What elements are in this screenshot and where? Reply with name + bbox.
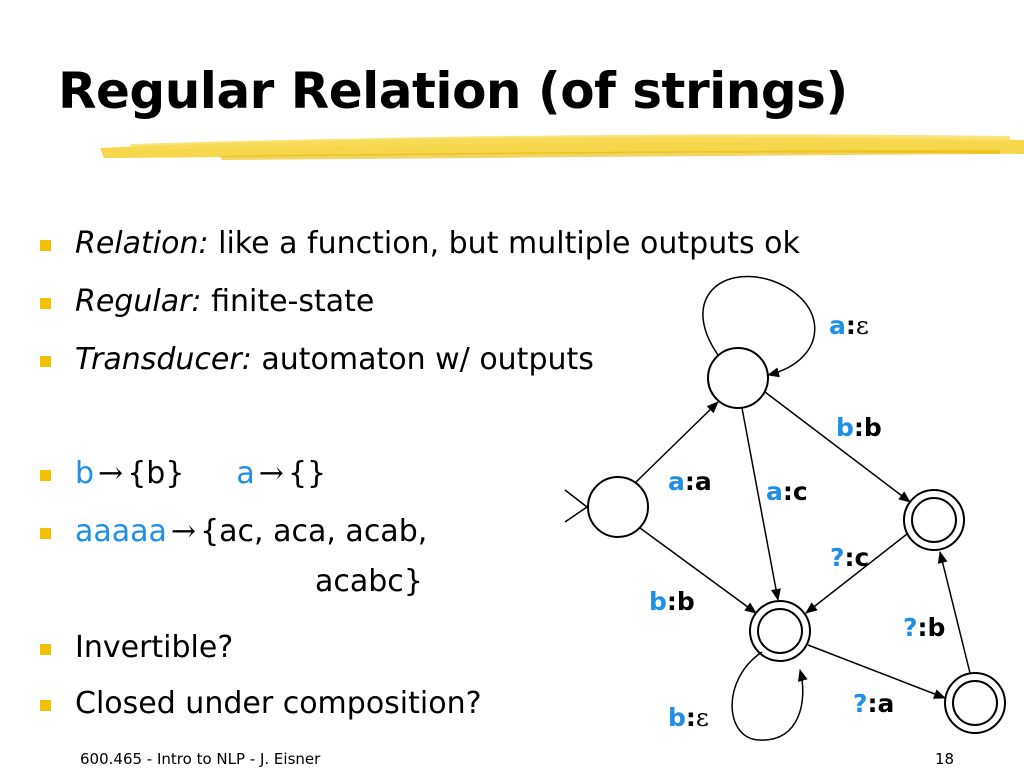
state-top bbox=[707, 347, 769, 409]
right-arrow-icon: → bbox=[98, 456, 124, 491]
bullet-marker-icon bbox=[40, 470, 51, 481]
example-input: b bbox=[75, 456, 95, 491]
start-arrow bbox=[564, 489, 589, 523]
edge-label-a-a: a:a bbox=[668, 467, 712, 496]
example-input: aaaaa bbox=[75, 514, 167, 549]
question-text: Closed under composition? bbox=[75, 686, 482, 721]
bullet-marker-icon bbox=[40, 528, 51, 539]
bullet-marker-icon bbox=[40, 356, 51, 367]
example-continuation: acabc} bbox=[315, 564, 423, 599]
term-regular: Regular: bbox=[75, 284, 202, 319]
edge-label-b-b-left: b:b bbox=[649, 587, 695, 616]
term-relation: Relation: bbox=[75, 226, 209, 261]
state-bottom-final bbox=[749, 600, 811, 662]
edge-label-b-b-top: b:b bbox=[836, 413, 882, 442]
edge-self-loop-top bbox=[702, 275, 816, 378]
bullet-marker-icon bbox=[40, 644, 51, 655]
bullet-text: finite-state bbox=[201, 284, 375, 319]
edge-top-bottom bbox=[741, 407, 781, 601]
edge-bottom-bottomright bbox=[807, 644, 946, 699]
edge-self-loop-bottom bbox=[731, 651, 808, 741]
example-input: a bbox=[236, 456, 255, 491]
edge-label-q-a: ?:a bbox=[853, 689, 894, 718]
example-output: {} bbox=[287, 456, 327, 491]
bullet-marker-icon bbox=[40, 240, 51, 251]
edge-label-a-eps: a:ε bbox=[829, 311, 869, 340]
question-text: Invertible? bbox=[75, 630, 234, 665]
right-arrow-icon: → bbox=[170, 514, 197, 549]
bullet-marker-icon bbox=[40, 700, 51, 711]
example-output: {b} bbox=[127, 456, 185, 491]
state-right-final bbox=[903, 489, 965, 551]
bullet-text: automaton w/ outputs bbox=[251, 342, 594, 377]
right-arrow-icon: → bbox=[258, 456, 284, 491]
edge-top-right bbox=[764, 391, 911, 503]
edge-bottomright-right bbox=[937, 551, 971, 674]
bullet-text: like a function, but multiple outputs ok bbox=[208, 226, 800, 261]
edge-start-bottom bbox=[639, 527, 757, 614]
edge-label-b-eps: b:ε bbox=[668, 703, 709, 732]
edge-label-q-b: ?:b bbox=[903, 613, 945, 642]
term-transducer: Transducer: bbox=[75, 342, 252, 377]
edge-right-bottom bbox=[805, 533, 908, 614]
example-output: {ac, aca, acab, bbox=[200, 514, 428, 549]
bullet-marker-icon bbox=[40, 298, 51, 309]
footer-page-number: 18 bbox=[935, 750, 955, 768]
title-underline-highlight bbox=[100, 134, 1024, 160]
state-start bbox=[587, 476, 649, 538]
slide-title: Regular Relation (of strings) bbox=[58, 62, 848, 120]
footer-course: 600.465 - Intro to NLP - J. Eisner bbox=[80, 750, 321, 768]
edge-start-top bbox=[635, 401, 719, 483]
state-bottom-right-final bbox=[944, 672, 1006, 734]
edge-label-a-c: a:c bbox=[766, 477, 808, 506]
edge-label-q-c: ?:c bbox=[830, 543, 869, 572]
